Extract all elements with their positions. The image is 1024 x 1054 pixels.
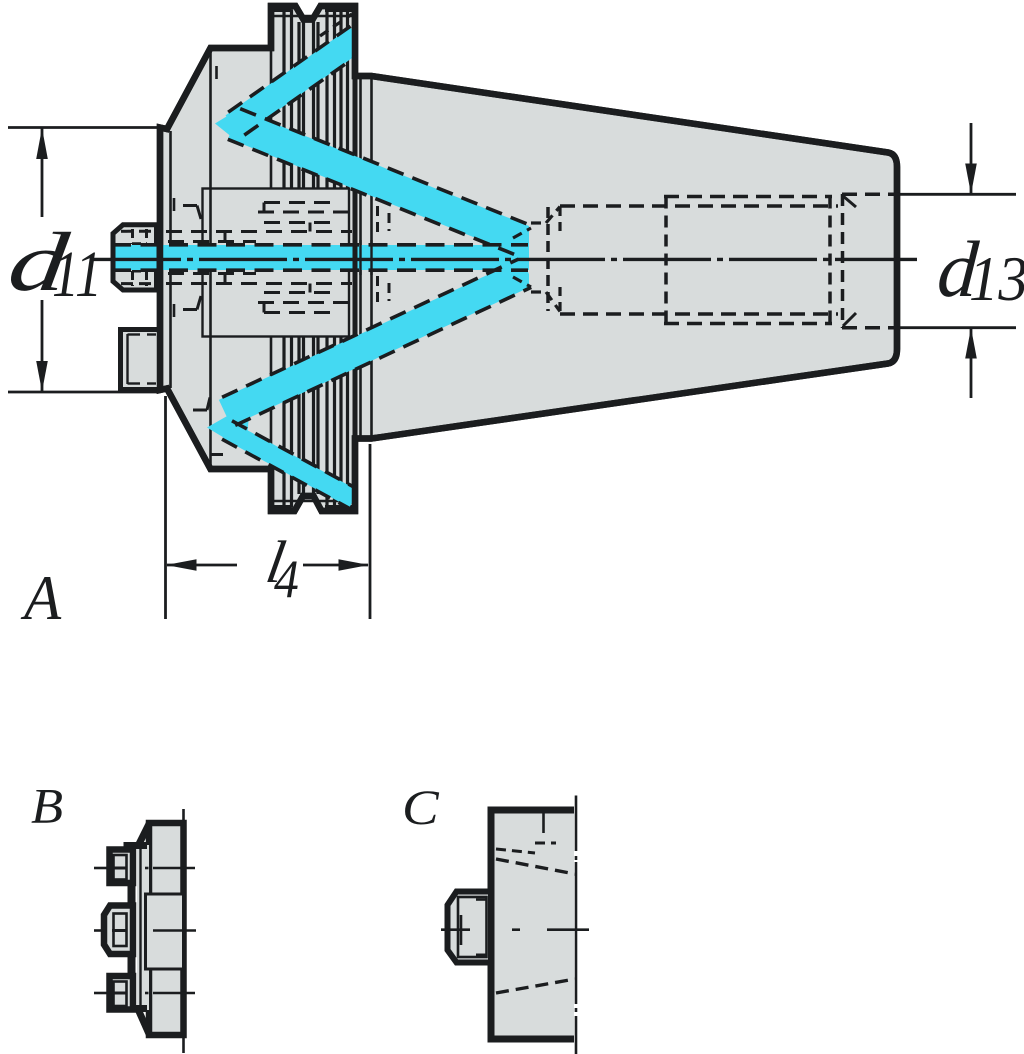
svg-text:13: 13 <box>969 244 1024 315</box>
svg-text:d: d <box>935 226 982 314</box>
svg-text:A: A <box>20 562 62 634</box>
svg-text:d: d <box>4 216 74 309</box>
svg-text:11: 11 <box>52 238 102 311</box>
svg-text:B: B <box>31 779 63 835</box>
svg-text:4: 4 <box>274 550 299 609</box>
svg-text:C: C <box>402 780 440 835</box>
